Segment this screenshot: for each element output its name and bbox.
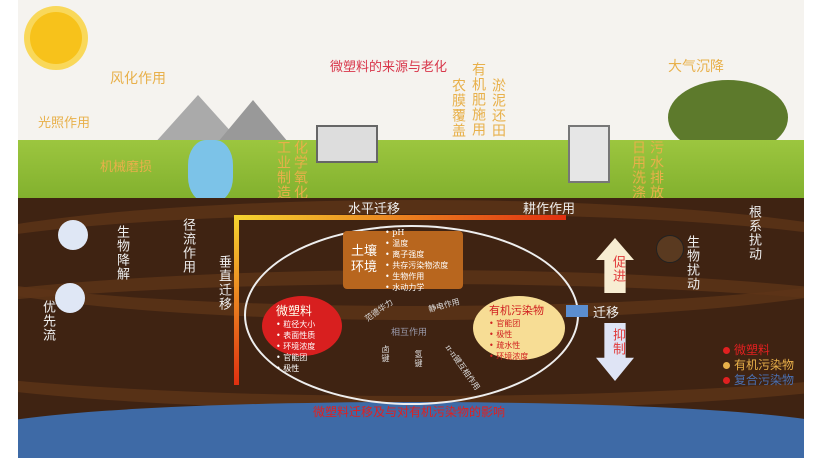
label-deposition: 大气沉降 (668, 59, 724, 75)
label-washing: 日用洗涤 (630, 140, 646, 200)
legend-item: 复合污染物 (723, 373, 794, 388)
legend-label: 微塑料 (734, 343, 771, 357)
label-sunlight: 光照作用 (38, 116, 91, 131)
title-sources: 微塑料的来源与老化 (330, 60, 448, 75)
label-vertical: 垂直迁移 (216, 255, 231, 311)
legend-item: 有机污染物 (723, 358, 794, 373)
organic-list: 官能团极性疏水性环境浓度 (489, 318, 565, 362)
label-prefflow: 优先流 (40, 300, 55, 342)
sun-icon (30, 12, 82, 64)
soil_env-item: 温度 (385, 238, 448, 249)
organic-item: 疏水性 (489, 340, 565, 351)
label-chemical: 化学氧化 (292, 140, 308, 200)
microplastic-title: 微塑料 (276, 304, 313, 318)
label-weathering: 风化作用 (110, 71, 166, 87)
microplastic-circle: 微塑料 粒径大小表面性质环境浓度官能团极性 (262, 296, 342, 373)
soil-env-list: pH温度离子强度共存污染物浓度生物作用水动力学 (385, 227, 448, 293)
label-film: 农膜覆盖 (450, 78, 466, 138)
groundwater (18, 402, 804, 458)
organic-title: 有机污染物 (489, 304, 544, 317)
soil-env-title: 土壤环境 (351, 244, 378, 275)
legend-dot-icon (723, 362, 730, 369)
worm-icon (656, 235, 684, 263)
pore-icon (55, 283, 85, 313)
legend: 微塑料有机污染物复合污染物 (723, 343, 794, 388)
soil_env-item: pH (385, 227, 448, 238)
organic-item: 环境浓度 (489, 351, 565, 362)
label-tillage: 耕作作用 (523, 202, 576, 217)
soil_env-item: 水动力学 (385, 282, 448, 293)
river (188, 140, 233, 202)
label-inhibit: 抑制 (610, 328, 625, 356)
microplastic-item: 极性 (276, 363, 342, 374)
label-promote: 促进 (610, 255, 625, 283)
grassland (18, 140, 804, 205)
legend-item: 微塑料 (723, 343, 794, 358)
label-bioturb: 生物扰动 (684, 235, 699, 291)
legend-dot-icon (723, 347, 730, 354)
soil_env-item: 离子强度 (385, 249, 448, 260)
factory-icon (316, 125, 378, 163)
label-fertilizer: 有机肥施用 (470, 62, 486, 137)
building-icon (568, 125, 610, 183)
horizontal-arrow (236, 215, 566, 220)
soil_env-item: 共存污染物浓度 (385, 260, 448, 271)
label-mechanical: 机械磨损 (100, 160, 153, 175)
label-industry: 工业制造 (275, 140, 291, 200)
vertical-arrow (234, 215, 239, 385)
soil_env-item: 生物作用 (385, 271, 448, 282)
legend-label: 有机污染物 (734, 358, 795, 372)
organic-circle: 有机污染物 官能团极性疏水性环境浓度 (473, 296, 565, 362)
label-biodeg: 生物降解 (114, 225, 129, 281)
label-sewage: 污水排放 (648, 140, 664, 200)
diagram: 光照作用 风化作用 微塑料的来源与老化 机械磨损 工业制造 化学氧化 农膜覆盖 … (18, 0, 804, 458)
microplastic-item: 官能团 (276, 352, 342, 363)
organic-item: 官能团 (489, 318, 565, 329)
label-halogen: 卤键 (381, 345, 390, 363)
label-root: 根系扰动 (746, 205, 761, 261)
microbe-icon (58, 220, 88, 250)
organic-item: 极性 (489, 329, 565, 340)
title-migration: 微塑料迁移及与对有机污染物的影响 (313, 405, 506, 419)
label-hbond: 氢键 (414, 350, 423, 368)
legend-label: 复合污染物 (734, 373, 795, 387)
migration-arrow (566, 305, 588, 317)
label-runoff: 径流作用 (180, 218, 195, 274)
label-horizontal: 水平迁移 (348, 202, 401, 217)
label-migration: 迁移 (593, 306, 620, 321)
microplastic-item: 表面性质 (276, 330, 342, 341)
label-sludge: 淤泥还田 (490, 78, 506, 138)
microplastic-item: 粒径大小 (276, 319, 342, 330)
interaction-center: 相互作用 (391, 328, 428, 338)
microplastic-item: 环境浓度 (276, 341, 342, 352)
soil-env-box: 土壤环境 pH温度离子强度共存污染物浓度生物作用水动力学 (343, 228, 463, 292)
mountains-icon-2 (218, 100, 288, 142)
legend-dot-icon (723, 377, 730, 384)
microplastic-list: 粒径大小表面性质环境浓度官能团极性 (276, 319, 342, 374)
